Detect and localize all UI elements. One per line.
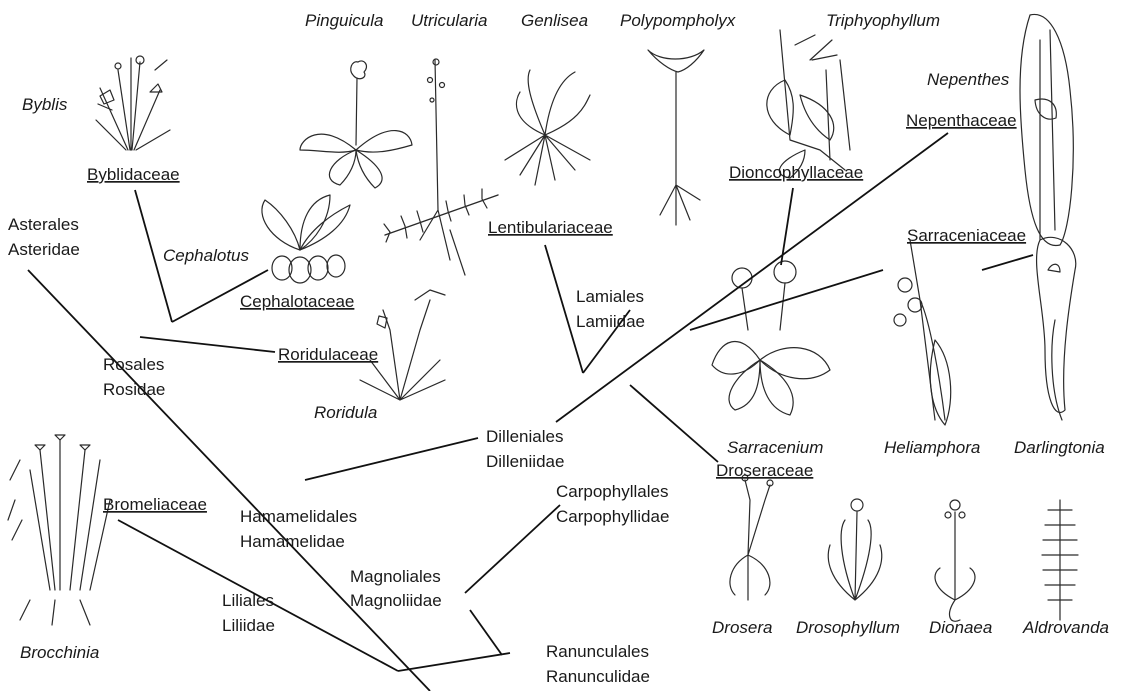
darlingtonia-genus-label: Darlingtonia — [1014, 438, 1105, 457]
branch-magnoliales — [470, 610, 502, 655]
liliales-order-label: Liliales — [222, 591, 274, 610]
carpophyllales-order-label: Carpophyllales — [556, 482, 668, 501]
heliamphora-illustration — [894, 240, 951, 425]
brocchinia-genus-label: Brocchinia — [20, 643, 99, 662]
cephalotaceae-family-label: Cephalotaceae — [240, 292, 354, 311]
utricularia-illustration — [384, 59, 498, 275]
ranunculales-order-label: Ranunculales — [546, 642, 649, 661]
branch-carpophyllales — [465, 505, 560, 593]
drosera-genus-label: Drosera — [712, 618, 772, 637]
dionaea-illustration — [935, 500, 975, 621]
asteridae-subclass-label: Asteridae — [8, 240, 80, 259]
pinguicula-genus-label: Pinguicula — [305, 11, 383, 30]
rosales-order-label: Rosales — [103, 355, 164, 374]
bromeliaceae-family-label: Bromeliaceae — [103, 495, 207, 514]
byblis-genus-label: Byblis — [22, 95, 68, 114]
branch-sarraceniaceae-lower — [690, 270, 883, 330]
magnoliales-order-label: Magnoliales — [350, 567, 441, 586]
utricularia-genus-label: Utricularia — [411, 11, 488, 30]
hamamelidae-subclass-label: Hamamelidae — [240, 532, 345, 551]
heliamphora-genus-label: Heliamphora — [884, 438, 980, 457]
branch-droseraceae — [630, 385, 718, 462]
nepenthaceae-family-label: Nepenthaceae — [906, 111, 1017, 130]
droseraceae-family-label: Droseraceae — [716, 461, 813, 480]
dilleniidae-subclass-label: Dilleniidae — [486, 452, 564, 471]
branch-lentibulariaceae — [545, 245, 583, 373]
branch-dioncophyllaceae — [781, 188, 793, 265]
lentibulariaceae-family-label: Lentibulariaceae — [488, 218, 613, 237]
aldrovanda-genus-label: Aldrovanda — [1022, 618, 1109, 637]
roridula-genus-label: Roridula — [314, 403, 377, 422]
pinguicula-illustration — [300, 61, 412, 188]
rosidae-subclass-label: Rosidae — [103, 380, 165, 399]
branch-ranunculales — [398, 653, 510, 671]
byblis-illustration — [96, 56, 170, 150]
ranunculidae-subclass-label: Ranunculidae — [546, 667, 650, 686]
aldrovanda-illustration — [1042, 500, 1078, 620]
order-labels: Asterales Asteridae Rosales Rosidae Lami… — [8, 215, 669, 686]
triphyophyllum-illustration — [767, 30, 850, 178]
phylogeny-branches — [28, 133, 1033, 691]
roridulaceae-family-label: Roridulaceae — [278, 345, 378, 364]
hamamelidales-order-label: Hamamelidales — [240, 507, 357, 526]
drosera-illustration — [730, 475, 773, 600]
cephalotus-illustration — [262, 195, 350, 283]
carpophyllidae-subclass-label: Carpophyllidae — [556, 507, 669, 526]
lamiales-order-label: Lamiales — [576, 287, 644, 306]
genlisea-genus-label: Genlisea — [521, 11, 588, 30]
branch-roridulaceae — [140, 337, 275, 352]
polypompholyx-genus-label: Polypompholyx — [620, 11, 736, 30]
brocchinia-illustration — [8, 435, 110, 625]
nepenthes-genus-label: Nepenthes — [927, 70, 1010, 89]
sarracenium-illustration — [712, 261, 830, 415]
drosophyllum-genus-label: Drosophyllum — [796, 618, 900, 637]
genlisea-illustration — [505, 70, 590, 185]
nepenthes-illustration — [1020, 14, 1073, 245]
magnoliidae-subclass-label: Magnoliidae — [350, 591, 442, 610]
cephalotus-genus-label: Cephalotus — [163, 246, 250, 265]
lamiidae-subclass-label: Lamiidae — [576, 312, 645, 331]
sarraceniaceae-family-label: Sarraceniaceae — [907, 226, 1026, 245]
sarracenium-genus-label: Sarracenium — [727, 438, 823, 457]
drosophyllum-illustration — [828, 499, 881, 600]
polypompholyx-illustration — [648, 50, 704, 225]
dioncophyllaceae-family-label: Dioncophyllaceae — [729, 163, 863, 182]
byblidaceae-family-label: Byblidaceae — [87, 165, 180, 184]
darlingtonia-illustration — [1037, 237, 1076, 420]
dilleniales-order-label: Dilleniales — [486, 427, 563, 446]
branch-dilleniales — [305, 438, 478, 480]
dionaea-genus-label: Dionaea — [929, 618, 992, 637]
genus-labels: Byblis Cephalotus Roridula Pinguicula Ut… — [20, 11, 1109, 662]
triphyophyllum-genus-label: Triphyophyllum — [826, 11, 940, 30]
branch-sarraceniaceae-upper — [982, 255, 1033, 270]
asterales-order-label: Asterales — [8, 215, 79, 234]
liliidae-subclass-label: Liliidae — [222, 616, 275, 635]
